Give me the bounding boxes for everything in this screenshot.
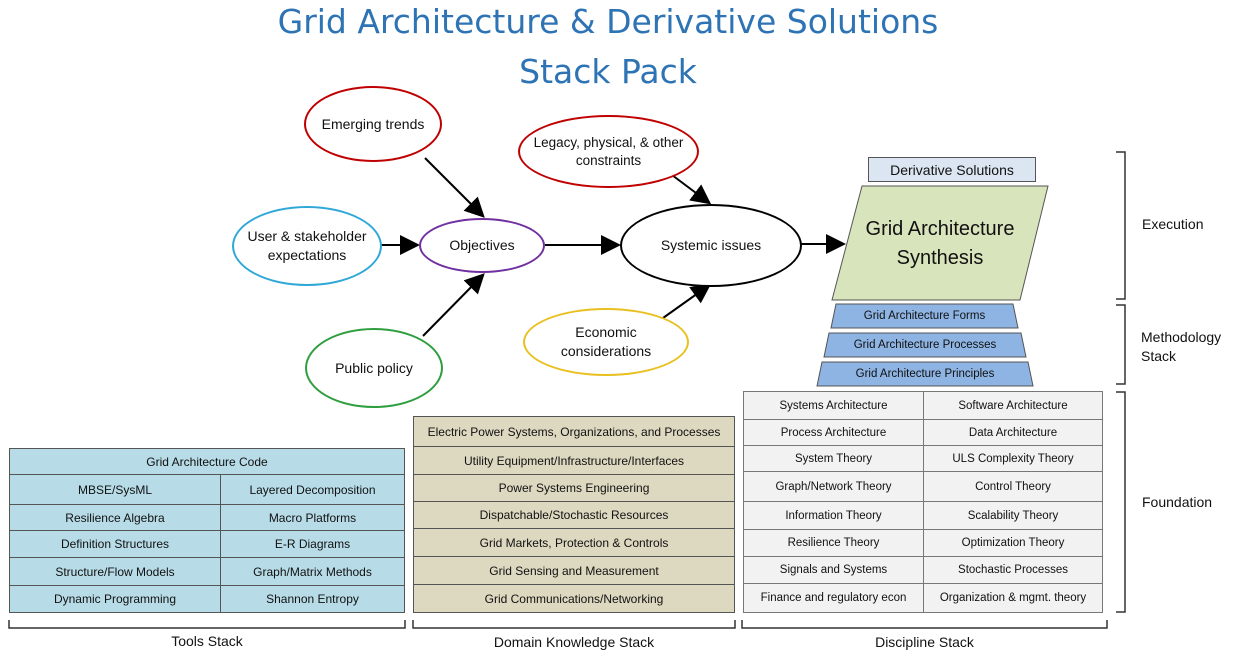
arrow-economic-systemic <box>662 283 712 319</box>
discipline-cell: Information Theory <box>743 501 924 530</box>
discipline-cell: Signals and Systems <box>743 556 924 584</box>
discipline-cell: ULS Complexity Theory <box>923 445 1103 472</box>
discipline-cell: Optimization Theory <box>923 529 1103 557</box>
label-tools-stack: Tools Stack <box>171 633 243 649</box>
discipline-cell: Organization & mgmt. theory <box>923 583 1103 613</box>
tools-cell: Dynamic Programming <box>9 585 221 613</box>
page-title-line2: Stack Pack <box>519 52 697 91</box>
tools-cell: Layered Decomposition <box>220 474 405 505</box>
tools-cell: Macro Platforms <box>220 504 405 531</box>
domain-row: Electric Power Systems, Organizations, a… <box>413 416 735 447</box>
tools-cell: E-R Diagrams <box>220 530 405 558</box>
discipline-cell: Scalability Theory <box>923 501 1103 530</box>
label-execution: Execution <box>1142 216 1204 232</box>
discipline-cell: Resilience Theory <box>743 529 924 557</box>
oval-user-stakeholder: User & stakeholder expectations <box>232 206 382 286</box>
discipline-cell: Software Architecture <box>923 391 1103 420</box>
discipline-cell: Process Architecture <box>743 419 924 446</box>
tools-cell: Resilience Algebra <box>9 504 221 531</box>
tools-cell: Shannon Entropy <box>220 585 405 613</box>
discipline-cell: Control Theory <box>923 471 1103 502</box>
synthesis-shape <box>831 185 1049 301</box>
tools-header: Grid Architecture Code <box>9 448 405 475</box>
arrow-public-objectives <box>422 273 485 337</box>
forms-shape <box>830 303 1019 329</box>
discipline-cell: Graph/Network Theory <box>743 471 924 502</box>
domain-row: Power Systems Engineering <box>413 474 735 502</box>
domain-row: Grid Communications/Networking <box>413 584 735 613</box>
discipline-cell: Data Architecture <box>923 419 1103 446</box>
methodology-forms: Grid Architecture Forms <box>863 310 986 322</box>
tools-cell: Structure/Flow Models <box>9 557 221 586</box>
oval-objectives: Objectives <box>419 218 545 273</box>
oval-systemic-issues: Systemic issues <box>620 204 802 287</box>
derivative-solutions-box: Derivative Solutions <box>868 157 1036 182</box>
bracket-methodology <box>1116 304 1126 385</box>
domain-row: Grid Sensing and Measurement <box>413 556 735 585</box>
arrow-emerging-objectives <box>424 157 485 218</box>
bracket-discipline <box>741 620 1108 629</box>
methodology-principles: Grid Architecture Principles <box>855 368 995 380</box>
processes-shape <box>823 332 1027 358</box>
bracket-execution <box>1116 151 1126 300</box>
tools-cell: MBSE/SysML <box>9 474 221 505</box>
discipline-cell: Stochastic Processes <box>923 556 1103 584</box>
tools-cell: Graph/Matrix Methods <box>220 557 405 586</box>
oval-economic-considerations: Economic considerations <box>523 308 689 376</box>
synthesis-label: Grid Architecture Synthesis <box>865 218 1015 269</box>
arrow-legacy-systemic <box>671 174 712 205</box>
oval-legacy-constraints: Legacy, physical, & other constraints <box>518 115 699 188</box>
discipline-cell: System Theory <box>743 445 924 472</box>
principles-shape <box>816 361 1034 387</box>
label-foundation: Foundation <box>1142 494 1213 510</box>
discipline-cell: Finance and regulatory econ <box>743 583 924 613</box>
label-methodology-stack: Methodology Stack <box>1141 329 1222 364</box>
label-domain-stack: Domain Knowledge Stack <box>493 634 655 650</box>
page-title-line1: Grid Architecture & Derivative Solutions <box>277 2 939 41</box>
bracket-tools <box>8 620 406 629</box>
domain-row: Utility Equipment/Infrastructure/Interfa… <box>413 446 735 475</box>
methodology-processes: Grid Architecture Processes <box>853 339 997 351</box>
tools-cell: Definition Structures <box>9 530 221 558</box>
discipline-cell: Systems Architecture <box>743 391 924 420</box>
domain-row: Dispatchable/Stochastic Resources <box>413 501 735 529</box>
domain-row: Grid Markets, Protection & Controls <box>413 528 735 557</box>
bracket-foundation <box>1116 391 1126 613</box>
bracket-domain <box>412 620 736 629</box>
label-discipline-stack: Discipline Stack <box>875 634 974 650</box>
oval-emerging-trends: Emerging trends <box>304 86 442 162</box>
oval-public-policy: Public policy <box>305 328 443 408</box>
